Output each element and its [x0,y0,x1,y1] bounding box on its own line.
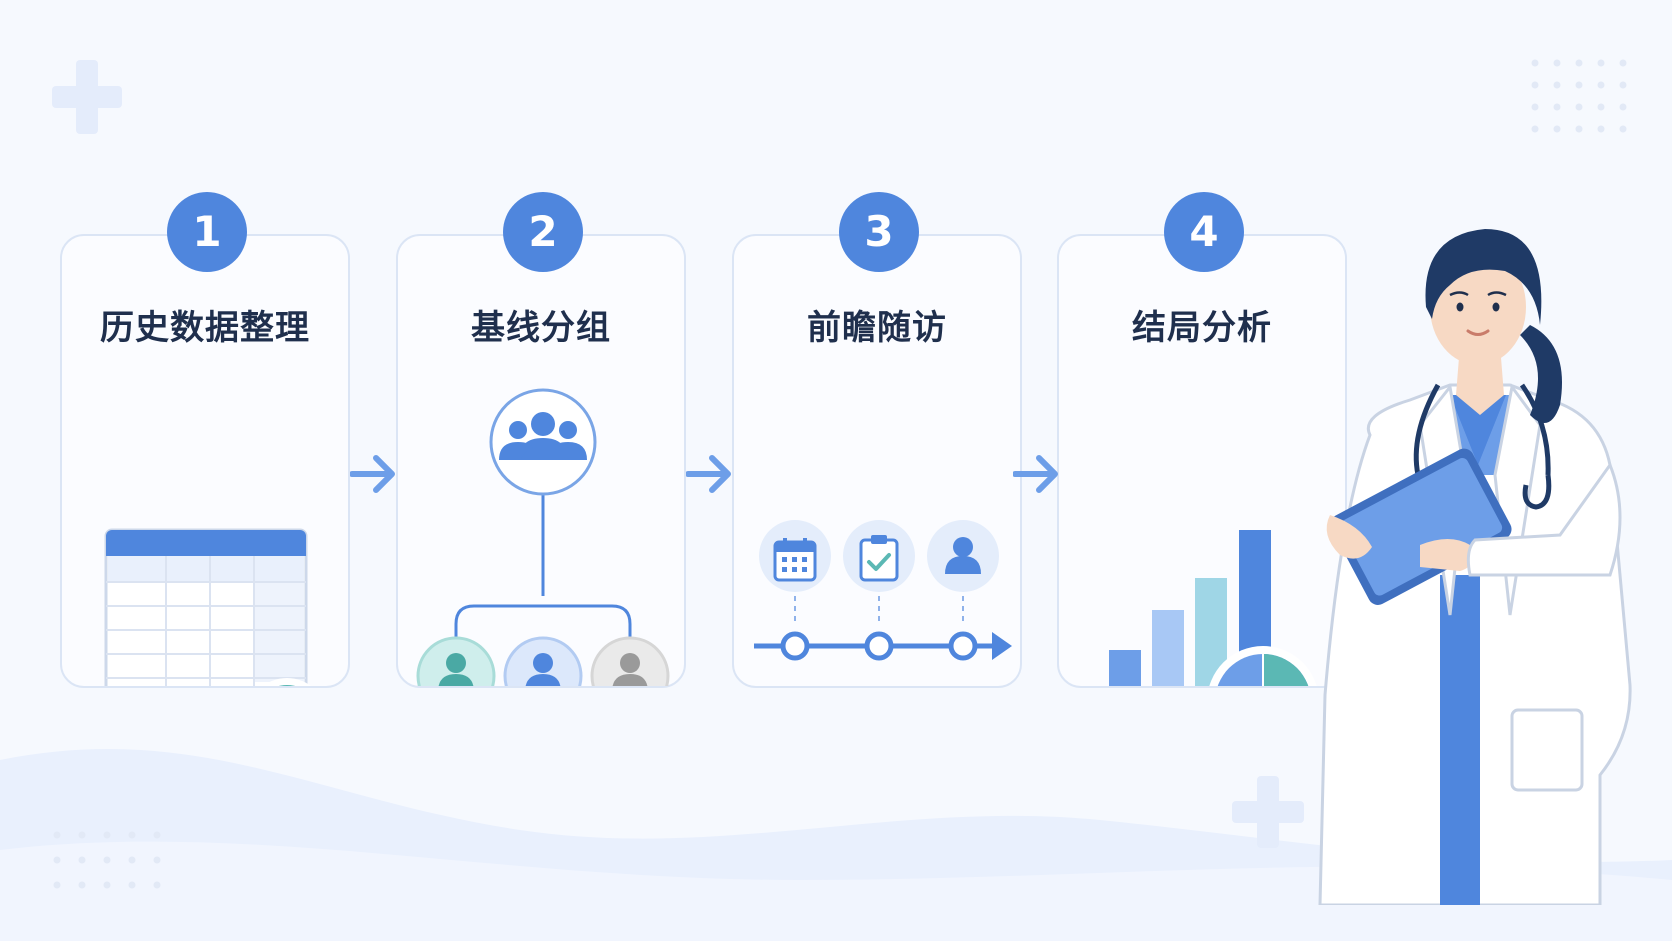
person-icon [945,537,981,574]
step-card-2: 2 基线分组 [396,192,686,688]
step-title: 前瞻随访 [807,308,947,348]
arrow-right-icon [1013,455,1058,493]
group-split-icon [416,388,670,686]
plus-decoration-bottom [1232,776,1304,848]
doctor-illustration [1318,229,1632,905]
dot-grid-top-right [1531,59,1627,133]
step-card-1: 1 历史数据整理 [60,192,350,688]
clipboard-check-icon [859,535,899,582]
bar-pie-chart-icon [1109,530,1317,686]
step-card-3: 3 前瞻随访 [732,192,1022,688]
dot-grid-bottom-left [53,831,161,889]
step-title: 结局分析 [1132,308,1272,348]
step-number-badge: 2 [503,192,583,272]
step-card-4: 4 结局分析 [1057,192,1347,688]
step-number-badge: 1 [167,192,247,272]
step-title: 基线分组 [471,308,611,348]
follow-up-timeline-icon [754,520,1012,661]
arrow-right-icon [686,455,731,493]
calendar-icon [773,538,817,582]
table-check-icon [104,528,311,686]
step-number-badge: 4 [1164,192,1244,272]
step-title: 历史数据整理 [100,308,310,348]
arrow-right-icon [350,455,395,493]
step-number-badge: 3 [839,192,919,272]
plus-decoration-top-left [52,60,122,134]
